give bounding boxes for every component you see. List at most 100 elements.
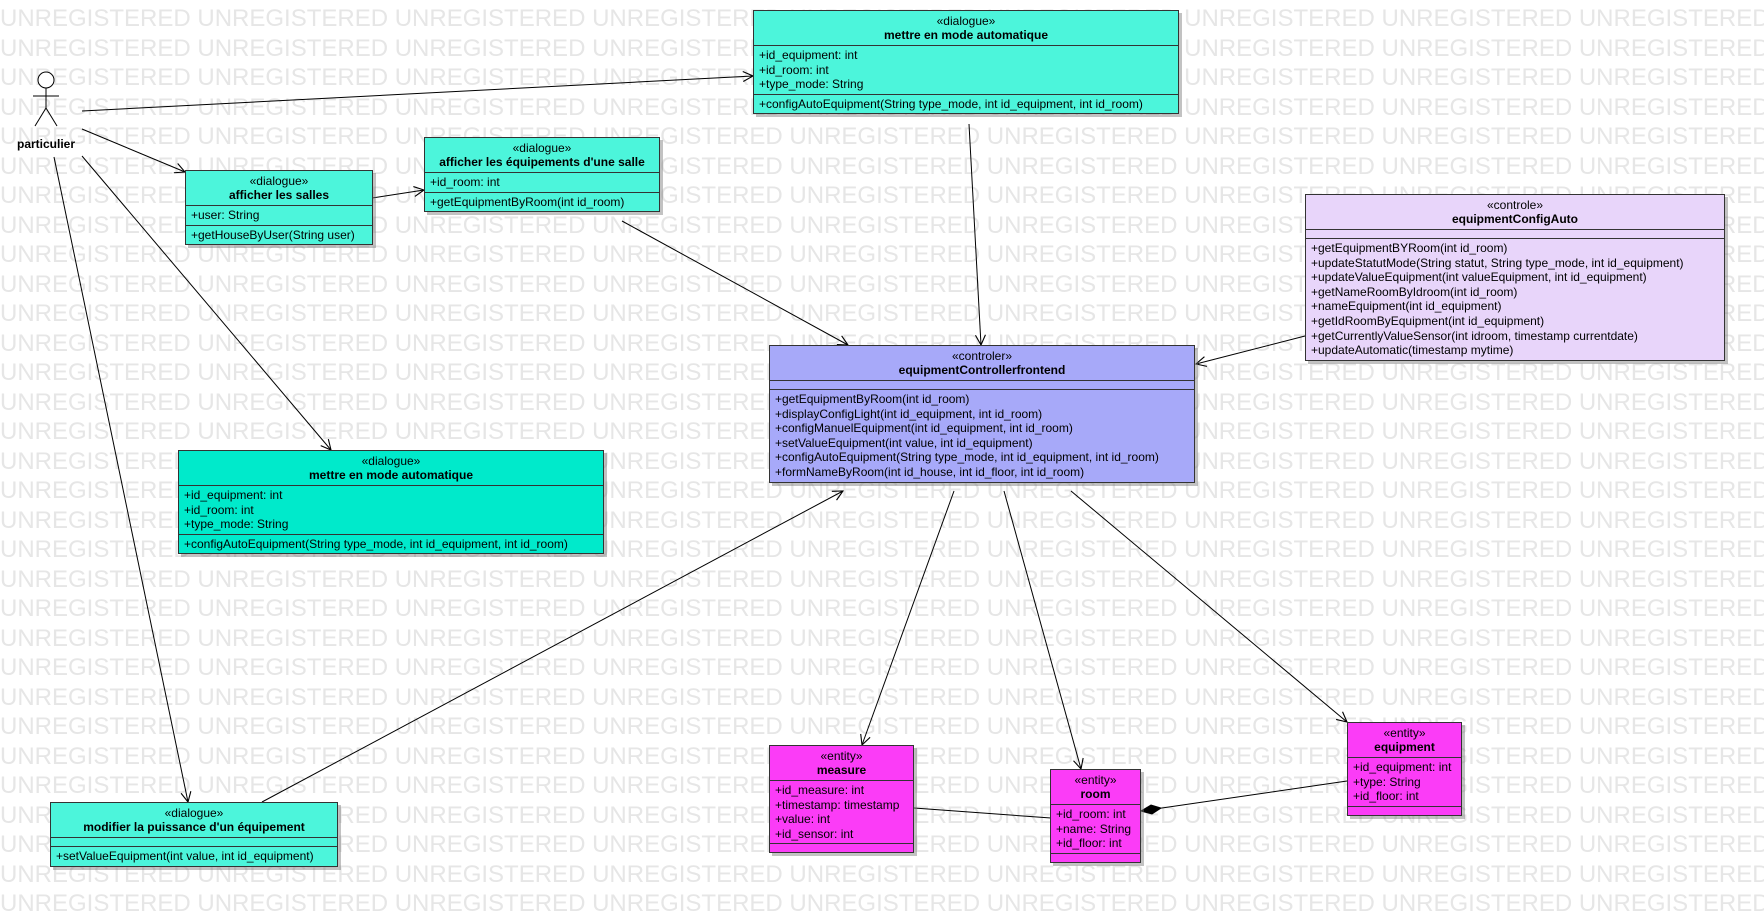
attributes-compartment: +id_room: int [425, 172, 659, 192]
class-header: «entity»equipment [1348, 723, 1461, 757]
operation-item: +getEquipmentBYRoom(int id_room) [1311, 241, 1508, 255]
operations-compartment [1051, 852, 1140, 862]
operation-item: +getEquipmentByRoom(int id_room) [775, 392, 970, 406]
attributes-compartment: +id_equipment: int+id_room: int+type_mod… [754, 45, 1178, 94]
attribute-item: +id_equipment: int [1353, 760, 1452, 774]
class-dialog-auto-left[interactable]: «dialogue»mettre en mode automatique+id_… [178, 450, 604, 555]
association-config-auto-to-controller [1196, 335, 1306, 364]
class-header: «controler»equipmentControllerfrontend [770, 346, 1194, 380]
attribute-item: +id_floor: int [1056, 836, 1122, 851]
association-controller-to-room [1003, 490, 1081, 769]
association-controller-to-equipment [1070, 490, 1347, 722]
attribute-item: +id_equipment: int [184, 488, 283, 502]
attribute-item: +id_room: int [430, 175, 500, 189]
operation-item: +getEquipmentByRoom(int id_room) [430, 194, 625, 209]
class-entity-room[interactable]: «entity»room+id_room: int+name: String+i… [1050, 769, 1141, 863]
class-header: «dialogue»mettre en mode automatique [754, 11, 1178, 45]
attributes-compartment: +user: String [186, 205, 372, 225]
operation-item: +getIdRoomByEquipment(int id_equipment) [1311, 313, 1545, 328]
actor-particulier[interactable]: particulier [12, 70, 80, 151]
class-name: mettre en mode automatique [308, 468, 474, 482]
attribute-item: +type_mode: String [759, 77, 864, 92]
operation-item: +updateStatutMode(String statut, String … [1311, 255, 1684, 270]
operation-item: +getHouseByUser(String user) [191, 227, 355, 242]
class-dialog-room-equipments[interactable]: «dialogue»afficher les équipements d'une… [424, 137, 660, 213]
attributes-compartment: +id_measure: int+timestamp: timestamp+va… [770, 780, 913, 843]
association-dialog-power-to-controller [261, 491, 843, 803]
association-measure-room [913, 807, 1052, 819]
class-controller-frontend[interactable]: «controler»equipmentControllerfrontend +g… [769, 345, 1195, 483]
class-header: «entity»room [1051, 770, 1140, 804]
stereotype-label: «dialogue» [164, 806, 224, 820]
attribute-item: +id_room: int [1056, 807, 1126, 821]
class-name: equipment [1374, 740, 1435, 754]
class-name: equipmentControllerfrontend [898, 363, 1066, 377]
association-rooms-to-room-equipments [371, 190, 424, 199]
operations-compartment [1348, 805, 1461, 815]
operation-item: +configAutoEquipment(String type_mode, i… [775, 450, 1159, 465]
attributes-compartment [1306, 229, 1724, 238]
attribute-item: +id_room: int [759, 62, 829, 77]
operations-compartment: +getEquipmentByRoom(int id_room)+display… [770, 389, 1194, 482]
association-actor-to-dialog-power [53, 156, 188, 802]
association-controller-to-measure [862, 490, 955, 745]
association-dialog-auto-top-to-controller [968, 123, 981, 345]
attribute-item: +timestamp: timestamp [775, 797, 900, 812]
operations-compartment: +setValueEquipment(int value, int id_equ… [51, 846, 337, 866]
operation-item: +formNameByRoom(int id_house, int id_flo… [775, 464, 1085, 479]
class-name: afficher les salles [228, 188, 330, 202]
actor-label: particulier [16, 137, 76, 151]
attributes-compartment: +id_equipment: int+id_room: int+type_mod… [179, 485, 603, 534]
operation-item: +configManuelEquipment(int id_equipment,… [775, 421, 1073, 436]
operation-item: +nameEquipment(int id_equipment) [1311, 299, 1502, 314]
operation-item: +configAutoEquipment(String type_mode, i… [184, 536, 568, 551]
stereotype-label: «controler» [951, 349, 1013, 363]
class-name: mettre en mode automatique [883, 28, 1049, 42]
stereotype-label: «dialogue» [361, 454, 421, 468]
class-name: modifier la puissance d'un équipement [83, 820, 305, 834]
operations-compartment: +getEquipmentByRoom(int id_room) [425, 191, 659, 212]
attribute-item: +id_floor: int [1353, 789, 1419, 804]
operation-item: +updateValueEquipment(int valueEquipment… [1311, 270, 1647, 285]
attribute-item: +id_measure: int [775, 783, 865, 797]
stick-figure-icon [33, 71, 59, 127]
operation-item: +updateAutomatic(timestamp mytime) [1311, 343, 1514, 358]
operations-compartment: +configAutoEquipment(String type_mode, i… [179, 533, 603, 554]
composition-equipment-room [1140, 780, 1348, 812]
attributes-compartment [770, 380, 1194, 389]
class-entity-measure[interactable]: «entity»measure+id_measure: int+timestam… [769, 745, 914, 854]
operation-item: +getNameRoomByIdroom(int id_room) [1311, 284, 1518, 299]
attribute-item: +type: String [1353, 774, 1421, 789]
operation-item: +getCurrentlyValueSensor(int idroom, tim… [1311, 328, 1638, 343]
class-dialog-rooms[interactable]: «dialogue»afficher les salles +user: Stri… [185, 170, 373, 246]
class-entity-equipment[interactable]: «entity»equipment+id_equipment: int+type… [1347, 722, 1462, 816]
stereotype-label: «dialogue» [512, 141, 572, 155]
operations-compartment [770, 843, 913, 852]
stereotype-label: «entity» [820, 749, 863, 763]
class-name: room [1080, 787, 1111, 801]
stereotype-label: «controle» [1486, 198, 1544, 212]
attribute-item: +id_sensor: int [775, 826, 854, 841]
attributes-compartment: +id_equipment: int+type: String+id_floor… [1348, 757, 1461, 806]
class-header: «entity»measure [770, 746, 913, 780]
composition-diamond [1139, 804, 1163, 815]
association-room-equipments-to-controller [621, 220, 848, 345]
attribute-item: +value: int [775, 812, 831, 827]
class-dialog-auto-top[interactable]: «dialogue»mettre en mode automatique+id_… [753, 10, 1179, 115]
operations-compartment: +getHouseByUser(String user) [186, 224, 372, 245]
operation-item: +displayConfigLight(int id_equipment, in… [775, 406, 1043, 421]
class-header: «dialogue»mettre en mode automatique [179, 451, 603, 485]
operations-compartment: +configAutoEquipment(String type_mode, i… [754, 93, 1178, 114]
class-dialog-power[interactable]: «dialogue»modifier la puissance d'un équ… [50, 802, 338, 867]
attributes-compartment [51, 837, 337, 846]
association-actor-to-dialog-rooms [81, 128, 185, 172]
class-control-config-auto[interactable]: «controle»equipmentConfigAuto +getEquipme… [1305, 194, 1725, 361]
class-header: «dialogue»modifier la puissance d'un équ… [51, 803, 337, 837]
attribute-item: +type_mode: String [184, 517, 289, 532]
stereotype-label: «dialogue» [249, 174, 309, 188]
attributes-compartment: +id_room: int+name: String+id_floor: int [1051, 804, 1140, 853]
operation-item: +setValueEquipment(int value, int id_equ… [56, 849, 314, 863]
stereotype-label: «entity» [1383, 726, 1426, 740]
class-name: equipmentConfigAuto [1452, 212, 1578, 226]
attribute-item: +user: String [191, 208, 260, 222]
